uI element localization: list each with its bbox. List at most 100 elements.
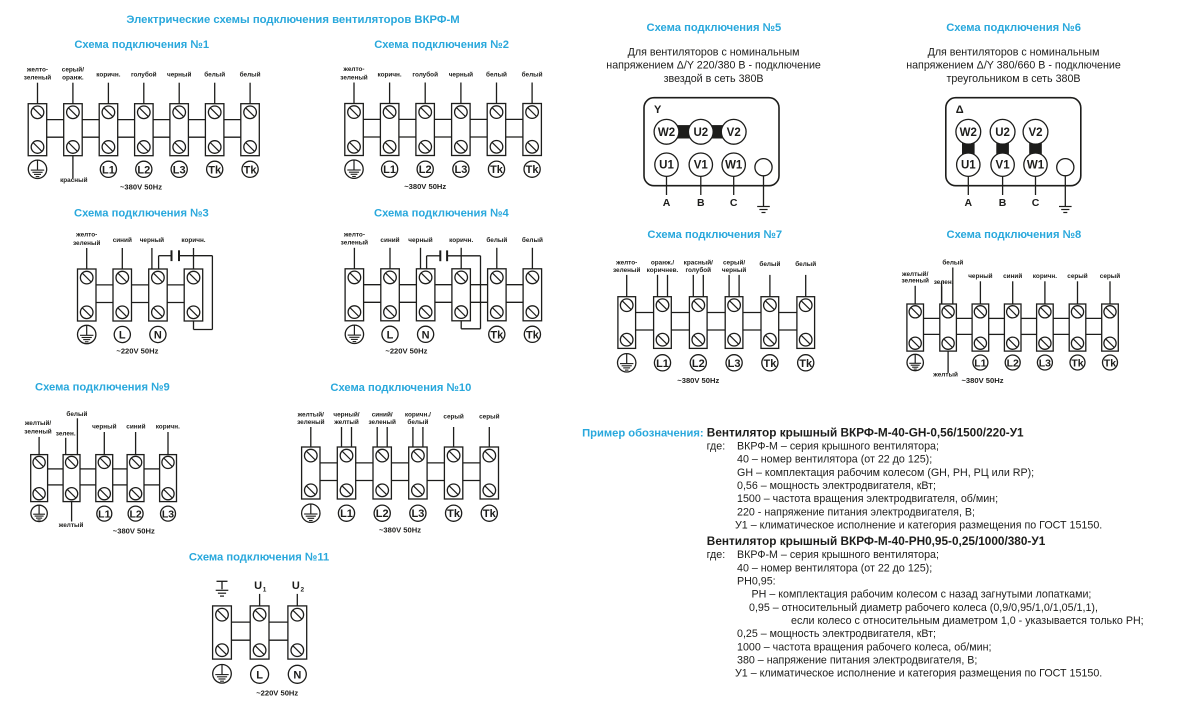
svg-text:зеленый: зеленый [297,418,324,426]
svg-text:1: 1 [263,587,267,594]
svg-text:коричн.: коричн. [1033,273,1057,280]
svg-text:черный: черный [167,71,191,79]
svg-text:W2: W2 [658,127,675,139]
svg-text:L1: L1 [102,164,115,176]
svg-text:белый: белый [486,236,507,244]
svg-text:белый: белый [240,71,261,79]
svg-text:синий: синий [126,423,145,431]
svg-text:L2: L2 [1007,357,1019,369]
svg-text:L2: L2 [129,508,141,520]
svg-text:Пример обозначения:: Пример обозначения: [582,427,704,439]
svg-text:Tk: Tk [1071,357,1083,369]
svg-text:Tk: Tk [490,164,504,176]
svg-text:зеленый: зеленый [341,239,368,247]
svg-text:зеленый: зеленый [24,427,51,435]
svg-text:N: N [422,329,430,341]
svg-text:где:: где: [707,549,726,561]
svg-text:~380V 50Hz: ~380V 50Hz [677,376,719,385]
svg-text:U: U [292,580,300,592]
svg-text:Y: Y [654,104,662,116]
svg-text:A: A [965,197,973,209]
svg-text:желто-: желто- [615,259,637,266]
svg-text:желтый/: желтый/ [901,270,929,278]
svg-text:W1: W1 [1027,160,1045,172]
svg-text:220 - напряжение питания элект: 220 - напряжение питания электродвигател… [737,506,975,518]
svg-text:напряжением Δ/Y 220/380 В - по: напряжением Δ/Y 220/380 В - подключение [606,60,821,72]
svg-text:У1 – климатическое исполнение: У1 – климатическое исполнение и категори… [735,520,1102,532]
svg-text:Tk: Tk [490,329,504,341]
svg-text:напряжением Δ/Y 380/660 В - по: напряжением Δ/Y 380/660 В - подключение [906,60,1121,72]
svg-text:черный: черный [408,236,432,244]
svg-text:синий: синий [1003,272,1022,280]
svg-text:белый: белый [66,410,87,418]
svg-text:Tk: Tk [526,329,540,341]
svg-text:~220V 50Hz: ~220V 50Hz [385,347,427,356]
svg-text:40 – номер вентилятора (от 22: 40 – номер вентилятора (от 22 до 125); [737,562,932,574]
svg-text:синий: синий [113,236,132,244]
svg-text:~220V 50Hz: ~220V 50Hz [116,347,158,356]
svg-text:40 – номер вентилятора (от 22: 40 – номер вентилятора (от 22 до 125); [737,454,932,466]
svg-text:голубой: голубой [685,266,711,274]
svg-text:B: B [999,197,1007,209]
svg-text:L3: L3 [173,164,186,176]
svg-text:белый: белый [522,236,543,244]
svg-text:Tk: Tk [799,358,813,370]
svg-text:Схема подключения №10: Схема подключения №10 [330,382,471,394]
svg-text:серый/: серый/ [723,258,745,266]
svg-text:голубой: голубой [131,71,157,79]
svg-text:коричн.: коричн. [449,237,473,244]
svg-text:L2: L2 [419,164,432,176]
svg-text:оранж./: оранж./ [651,259,675,266]
svg-text:коричн.: коричн. [181,237,205,244]
svg-text:0,56 – мощность электродвигате: 0,56 – мощность электродвигателя, кВт; [737,480,936,492]
svg-text:серый: серый [1100,272,1120,280]
svg-text:коричнев.: коричнев. [647,267,679,274]
svg-text:РН0,95:: РН0,95: [737,576,776,588]
svg-text:синий: синий [380,236,399,244]
svg-text:L: L [387,329,394,341]
svg-text:GH – комплектация рабочим коле: GH – комплектация рабочим колесом (GH, Р… [737,467,1034,479]
svg-text:Схема подключения №2: Схема подключения №2 [374,39,509,51]
svg-text:У1 – климатическое исполнение: У1 – климатическое исполнение и категори… [735,668,1102,680]
svg-text:N: N [293,669,301,681]
svg-text:Для вентиляторов с номинальным: Для вентиляторов с номинальным [628,47,800,59]
svg-text:желто-: желто- [75,232,97,239]
svg-text:РН – комплектация рабочим коле: РН – комплектация рабочим колесом с наза… [752,589,1092,601]
svg-text:Tk: Tk [763,358,777,370]
svg-text:L1: L1 [656,358,669,370]
svg-text:1000 – частота вращения рабоче: 1000 – частота вращения рабочего колеса,… [737,641,991,653]
svg-text:~380V 50Hz: ~380V 50Hz [120,183,162,192]
svg-text:A: A [663,197,671,209]
svg-text:L1: L1 [340,508,353,520]
svg-text:коричн./: коричн./ [405,412,431,419]
svg-text:0,25 – мощность электродвигате: 0,25 – мощность электродвигателя, кВт; [737,628,936,640]
svg-text:белый: белый [522,71,543,79]
svg-text:зелен.: зелен. [934,279,954,286]
svg-text:Tk: Tk [447,508,461,520]
svg-text:Для вентиляторов с номинальным: Для вентиляторов с номинальным [928,47,1100,59]
svg-text:белый: белый [204,71,225,79]
svg-text:Δ: Δ [956,104,964,116]
svg-text:Tk: Tk [244,164,258,176]
svg-text:зеленый: зеленый [340,73,367,81]
svg-text:желтый: желтый [58,521,84,529]
svg-text:L1: L1 [383,164,396,176]
svg-text:черный: черный [92,423,116,431]
svg-text:коричн.: коричн. [377,72,401,79]
svg-text:Схема подключения №3: Схема подключения №3 [74,208,209,220]
svg-text:белый: белый [486,71,507,79]
svg-text:Схема подключения №1: Схема подключения №1 [74,39,209,51]
svg-text:L3: L3 [454,164,467,176]
svg-text:желто-: желто- [343,232,365,239]
svg-text:380 – напряжение питания элект: 380 – напряжение питания электродвигател… [737,655,977,667]
svg-text:синий/: синий/ [372,411,393,419]
svg-text:черный: черный [968,272,992,280]
svg-text:желтый/: желтый/ [24,419,52,427]
svg-text:Электрические схемы подключени: Электрические схемы подключения вентилят… [126,14,459,26]
svg-text:треугольником в сеть 380В: треугольником в сеть 380В [946,73,1080,85]
svg-text:желтый: желтый [932,370,958,378]
svg-text:белый: белый [942,259,963,267]
svg-text:Схема подключения №8: Схема подключения №8 [947,229,1082,241]
svg-text:серый: серый [443,413,463,421]
svg-text:L3: L3 [728,358,741,370]
